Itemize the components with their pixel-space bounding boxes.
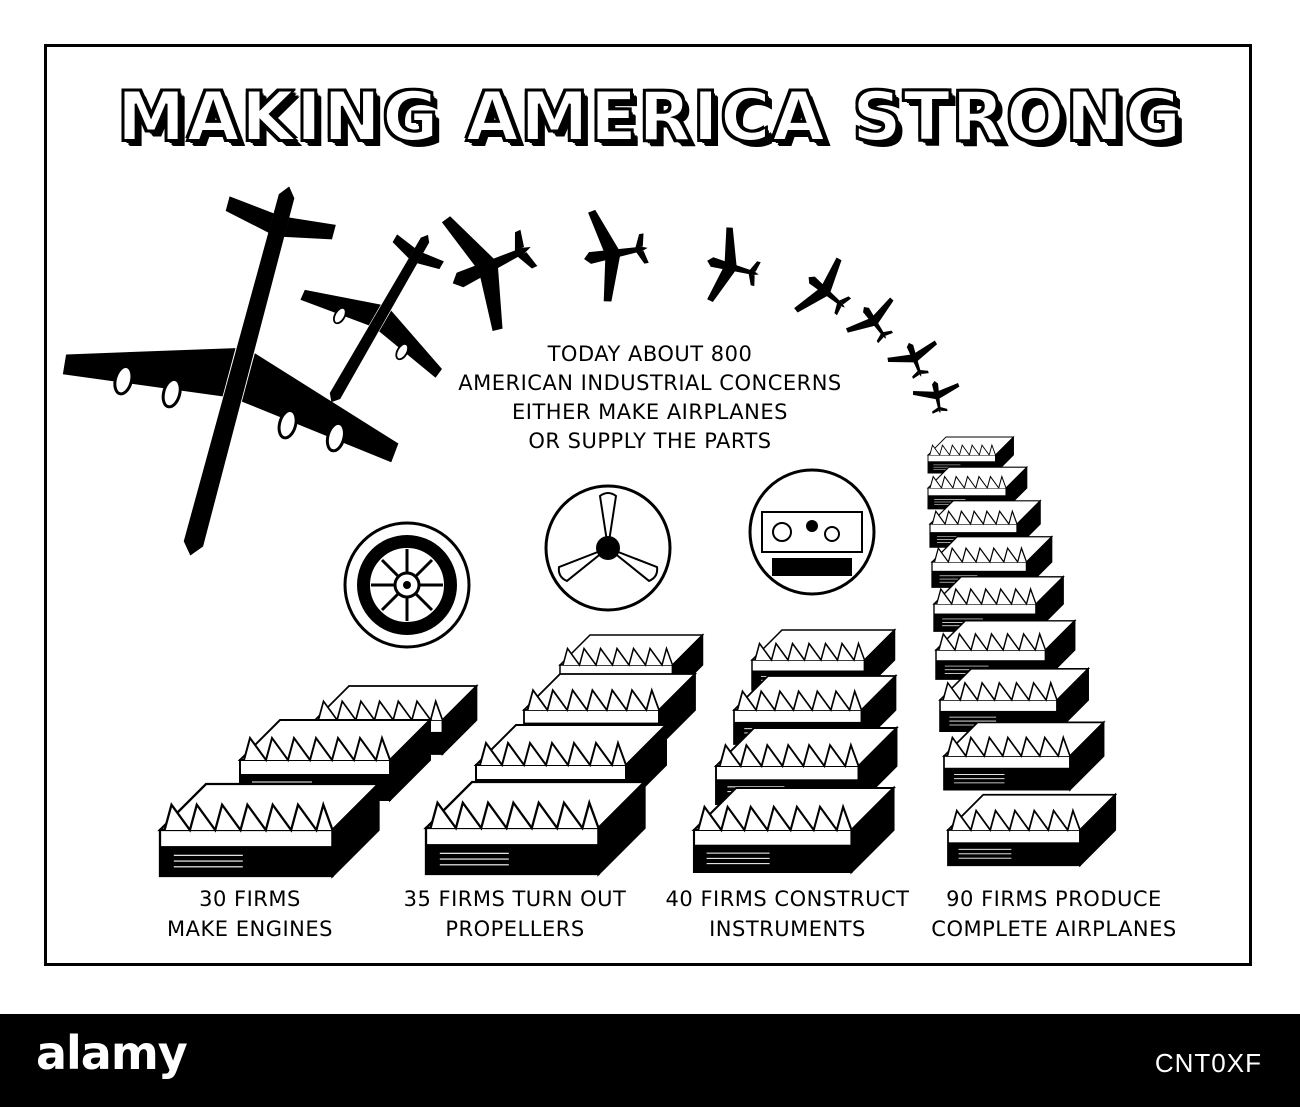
aircraft-arc: [62, 186, 964, 556]
image-id: CNT0XF: [1154, 1048, 1262, 1078]
watermark-bar: alamy CNT0XF: [0, 1014, 1300, 1107]
caption-instruments-line-1: 40 FIRMS CONSTRUCT: [665, 887, 910, 911]
cockpit-instruments-icon: [748, 468, 876, 596]
intro-line-3: EITHER MAKE AIRPLANES: [512, 400, 788, 424]
plane-icon-8: [884, 333, 946, 386]
poster-title: MAKING AMERICA STRONG: [116, 77, 1183, 158]
bomber-large-icon: [62, 186, 399, 556]
alamy-logo[interactable]: alamy: [36, 1026, 188, 1080]
caption-engines: 30 FIRMS MAKE ENGINES: [120, 884, 380, 944]
intro-line-2: AMERICAN INDUSTRIAL CONCERNS: [458, 371, 842, 395]
caption-airplanes-line-1: 90 FIRMS PRODUCE: [946, 887, 1162, 911]
caption-instruments: 40 FIRMS CONSTRUCT INSTRUMENTS: [655, 884, 920, 944]
bomber-medium-icon: [300, 234, 444, 403]
factories-propellers: [424, 634, 704, 876]
poster-artwork: [62, 186, 1117, 878]
factories-airplanes: [927, 436, 1117, 867]
propeller-icon: [544, 484, 672, 612]
caption-instruments-line-2: INSTRUMENTS: [709, 917, 866, 941]
plane-icon-5: [697, 223, 769, 312]
plane-icon-3: [426, 190, 557, 340]
intro-line-4: OR SUPPLY THE PARTS: [528, 429, 772, 453]
caption-airplanes: 90 FIRMS PRODUCE COMPLETE AIRPLANES: [920, 884, 1188, 944]
radial-engine-icon: [343, 521, 471, 649]
caption-propellers-line-2: PROPELLERS: [445, 917, 585, 941]
caption-engines-line-2: MAKE ENGINES: [167, 917, 333, 941]
plane-icon-4: [576, 202, 656, 305]
intro-text: TODAY ABOUT 800 AMERICAN INDUSTRIAL CONC…: [420, 340, 880, 456]
caption-propellers: 35 FIRMS TURN OUT PROPELLERS: [385, 884, 645, 944]
plane-icon-9: [911, 376, 964, 418]
factories-instruments: [692, 629, 898, 874]
plane-icon-6: [786, 251, 867, 334]
caption-engines-line-1: 30 FIRMS: [199, 887, 301, 911]
caption-airplanes-line-2: COMPLETE AIRPLANES: [931, 917, 1177, 941]
caption-propellers-line-1: 35 FIRMS TURN OUT: [403, 887, 627, 911]
intro-line-1: TODAY ABOUT 800: [547, 342, 753, 366]
